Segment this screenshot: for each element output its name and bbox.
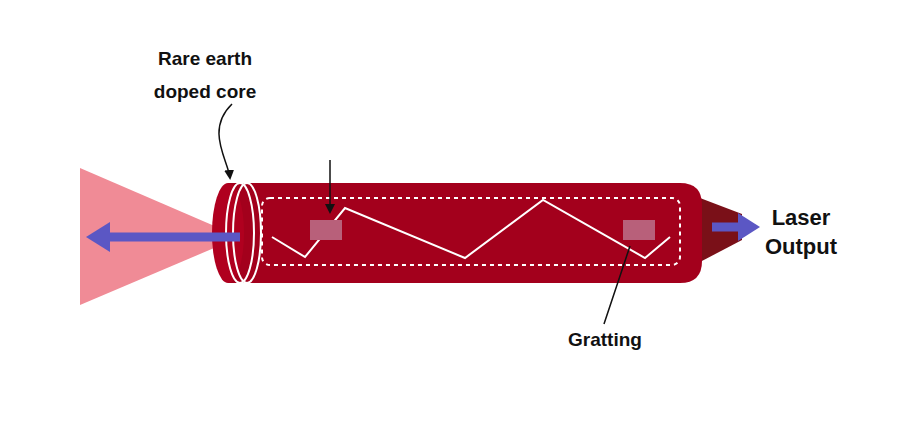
output-label: Laser Output <box>745 203 857 261</box>
doped-core-outline <box>262 198 680 265</box>
fiber-body <box>228 183 702 283</box>
pump-arrow-head <box>86 222 110 252</box>
part-label: Gratting <box>540 328 670 352</box>
output-arrow-shaft <box>712 223 740 232</box>
leader-line <box>219 104 232 178</box>
output-arrow-head <box>738 213 760 241</box>
light-path <box>272 200 670 258</box>
pump-beam <box>80 168 240 305</box>
grating <box>310 220 342 240</box>
part-label: Rare earth doped core <box>130 42 280 108</box>
fiber-tip <box>700 198 742 262</box>
leader-line <box>329 160 331 212</box>
leader-line <box>604 246 630 324</box>
pump-arrow-shaft <box>105 233 240 242</box>
grating <box>623 220 655 240</box>
